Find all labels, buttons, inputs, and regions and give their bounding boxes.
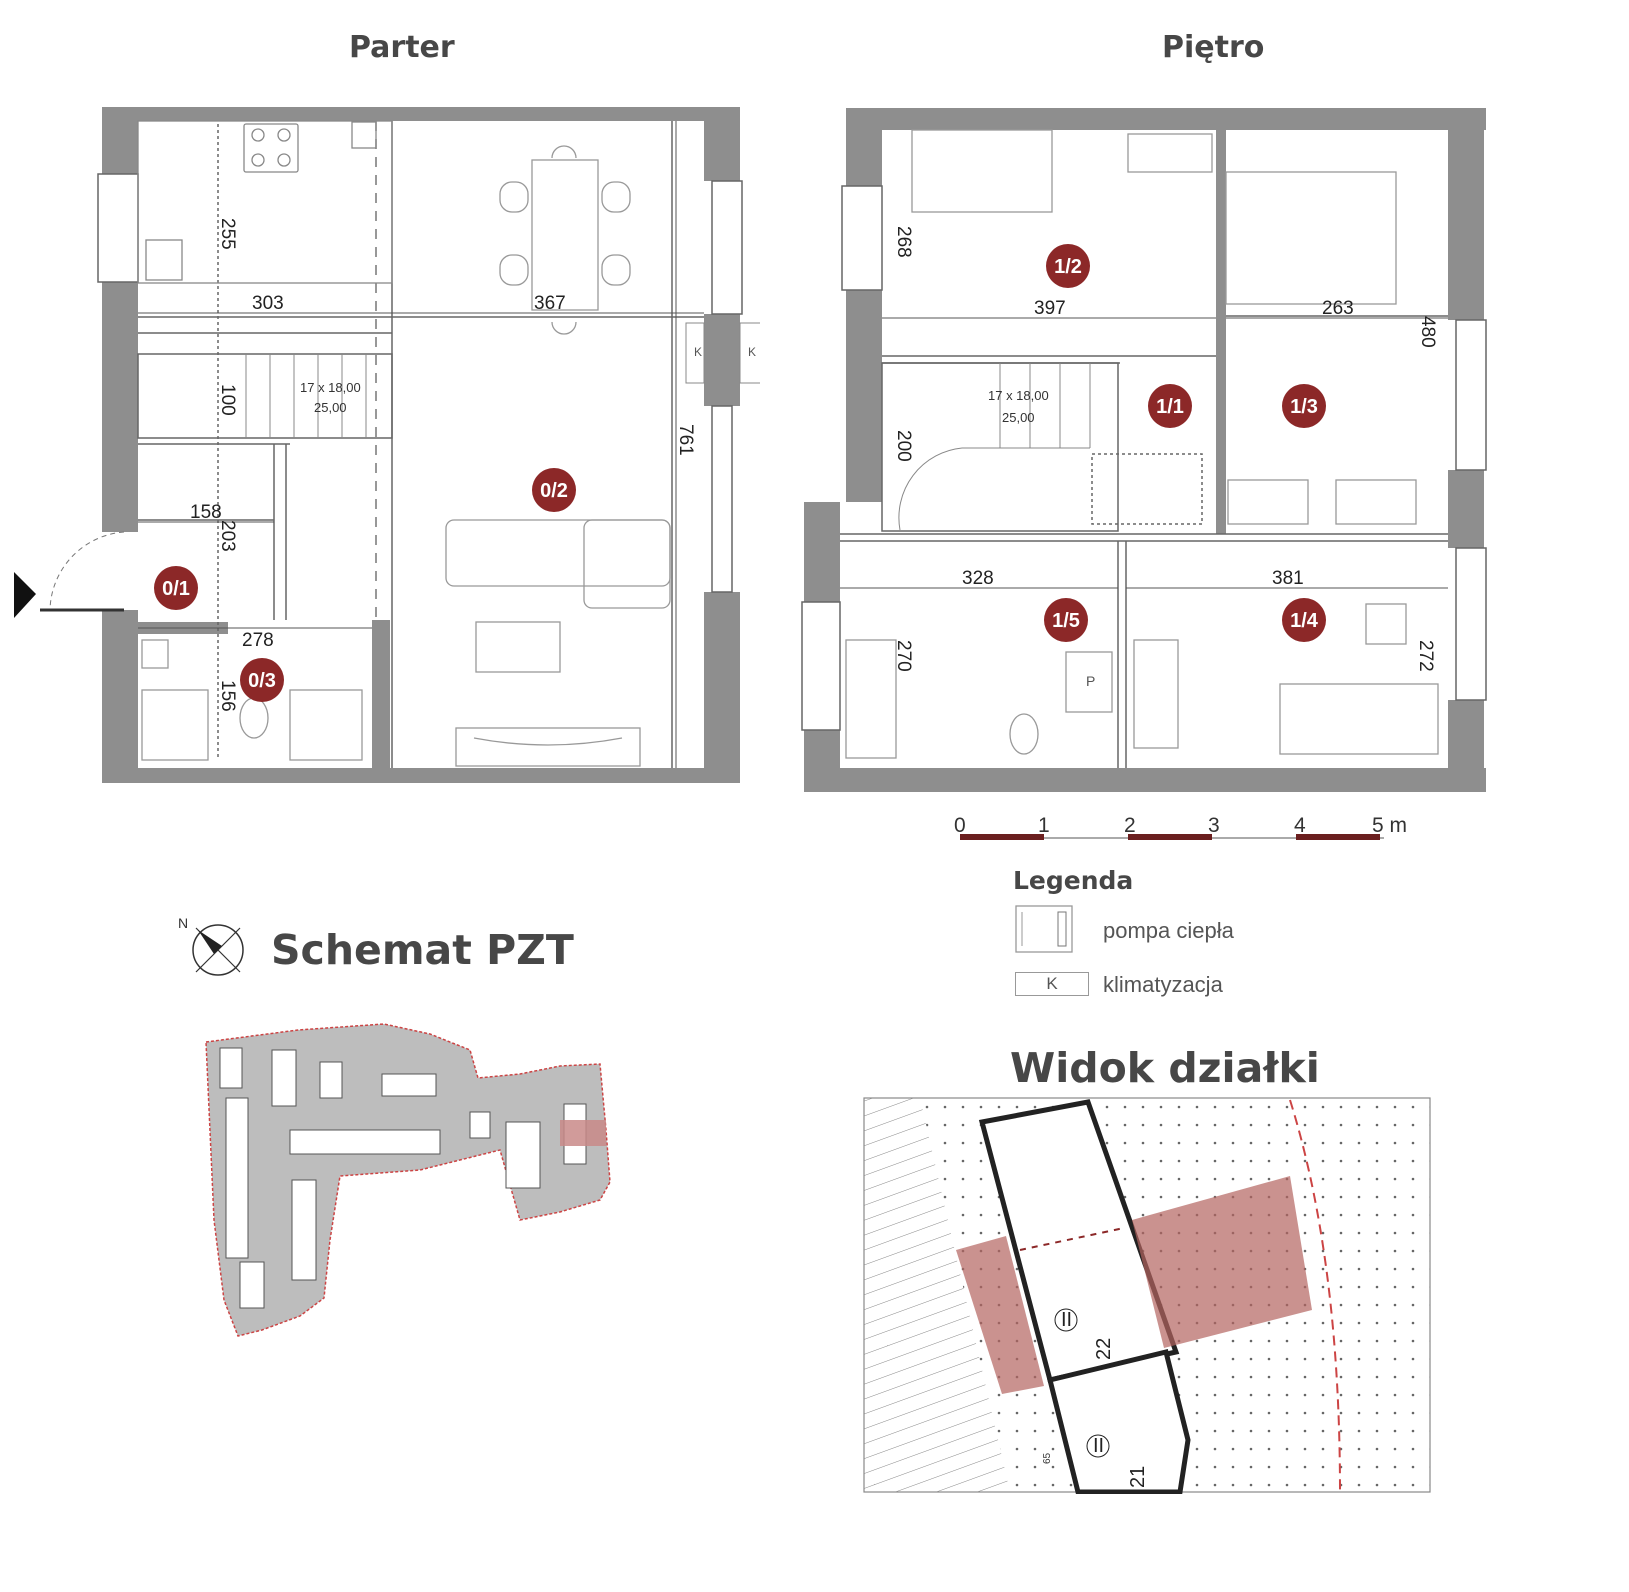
scale-tick: 4 (1294, 814, 1306, 837)
upper-windows (801, 185, 1487, 731)
plot-highlight-garden (1132, 1176, 1312, 1348)
dim-label: 381 (1272, 568, 1304, 589)
room-badge-label: 0/1 (162, 578, 190, 600)
site-highlight (560, 1120, 606, 1146)
dim-label: 480 (1417, 316, 1438, 348)
dim-label: 263 (1322, 298, 1354, 319)
room-badge (1148, 384, 1192, 428)
entrance-arrow-icon (14, 572, 36, 618)
ground-walls (102, 107, 740, 783)
plot-view-map: II 22 II 21 65 (863, 1097, 1431, 1494)
upper-walls (804, 108, 1486, 792)
dim-label: 156 (217, 680, 238, 712)
plot-highlight-front (956, 1236, 1044, 1394)
dim-label: 268 (893, 226, 914, 258)
room-badge-label: 1/5 (1052, 610, 1080, 632)
compass-letter: N (178, 915, 188, 931)
ac-unit-label: K (748, 345, 756, 359)
entrance-door (40, 531, 125, 612)
ground-floor-plan: K K 303 367 158 278 255 1 (14, 107, 760, 783)
road-hatch (864, 1098, 1010, 1492)
stair-label: 17 x 18,00 (988, 388, 1049, 403)
heat-pump-icon (1015, 905, 1073, 953)
upper-room-badges: 1/1 1/2 1/3 1/4 1/5 (1044, 244, 1326, 642)
legend-label-heat-pump: pompa ciepła (1103, 918, 1234, 943)
bathroom-fixtures (141, 639, 363, 761)
stair-label: 17 x 18,00 (300, 380, 361, 395)
plot-label: 22 (1093, 1338, 1115, 1360)
ground-room-badges: 0/1 0/2 0/3 (154, 468, 576, 702)
dim-label: 203 (217, 520, 238, 552)
plot-label: 21 (1127, 1466, 1149, 1488)
scale-tick: 5 m (1372, 814, 1408, 837)
dim-label: 158 (190, 502, 222, 523)
ground-windows (97, 173, 743, 593)
scale-segment (1128, 834, 1212, 840)
site-boundary (205, 1023, 611, 1337)
room-badge (1044, 598, 1088, 642)
room-badge-label: 1/1 (1156, 396, 1184, 418)
ground-stairs (245, 354, 367, 438)
room-badge (1282, 384, 1326, 428)
plot-buildings (978, 1099, 1191, 1494)
ground-partitions (137, 121, 704, 768)
dim-label: 255 (217, 218, 238, 250)
bathroom-mark: P (1086, 673, 1095, 689)
scale-segment (1296, 834, 1380, 840)
dim-label: 303 (252, 293, 284, 314)
ground-floor-title: Parter (349, 30, 455, 65)
scale-tick: 2 (1124, 814, 1136, 837)
room-badge-label: 1/2 (1054, 256, 1082, 278)
dim-label: 100 (217, 384, 238, 416)
upper-dimension-lines (840, 317, 1448, 589)
room-badge (154, 566, 198, 610)
dining-table (499, 145, 631, 335)
stair-label: 25,00 (314, 400, 347, 415)
stair-label: 25,00 (1002, 410, 1035, 425)
dim-label: 278 (242, 630, 274, 651)
upper-partitions (840, 315, 1448, 768)
dim-label: 270 (893, 640, 914, 672)
room-badge-label: 0/2 (540, 480, 568, 502)
legend-title: Legenda (1013, 866, 1134, 895)
plot-label: 65 (1042, 1452, 1053, 1464)
plot-view-title: Widok działki (1010, 1044, 1320, 1092)
plot-label: II (1093, 1435, 1104, 1457)
upper-stairs (898, 363, 1091, 531)
dim-label: 272 (1415, 640, 1436, 672)
site-scheme-map (205, 1023, 611, 1337)
compass-icon: N (178, 915, 244, 976)
dim-label: 761 (675, 424, 696, 456)
plot-label: II (1061, 1309, 1072, 1331)
room-badge-label: 1/4 (1290, 610, 1319, 632)
scale-tick: 3 (1208, 814, 1220, 837)
dim-label: 328 (962, 568, 994, 589)
air-conditioning-icon: K (1015, 972, 1089, 996)
legend-label-air-conditioning: klimatyzacja (1103, 972, 1223, 997)
scale-tick: 0 (954, 814, 966, 837)
room-badge (1046, 244, 1090, 288)
room-badge (240, 658, 284, 702)
room-badge (532, 468, 576, 512)
dim-label: 200 (893, 430, 914, 462)
dim-label: 367 (534, 293, 566, 314)
room-badge-label: 0/3 (248, 670, 276, 692)
scale-tick: 1 (1038, 814, 1050, 837)
bedroom-furniture (845, 129, 1439, 759)
kitchen-counter (137, 120, 393, 284)
scale-bar (960, 834, 1384, 840)
site-scheme-title: Schemat PZT (271, 926, 574, 974)
living-furniture (445, 519, 671, 767)
dim-label: 397 (1034, 298, 1066, 319)
upper-floor-plan: P 397 263 328 381 268 480 200 270 272 17… (801, 108, 1487, 792)
room-badge-label: 1/3 (1290, 396, 1318, 418)
room-badge (1282, 598, 1326, 642)
upper-floor-title: Piętro (1162, 30, 1265, 65)
ac-unit-label: K (694, 345, 702, 359)
ground-ac-units: K K (685, 322, 760, 384)
scale-segment (960, 834, 1044, 840)
ground-dimension-lines (138, 121, 704, 768)
